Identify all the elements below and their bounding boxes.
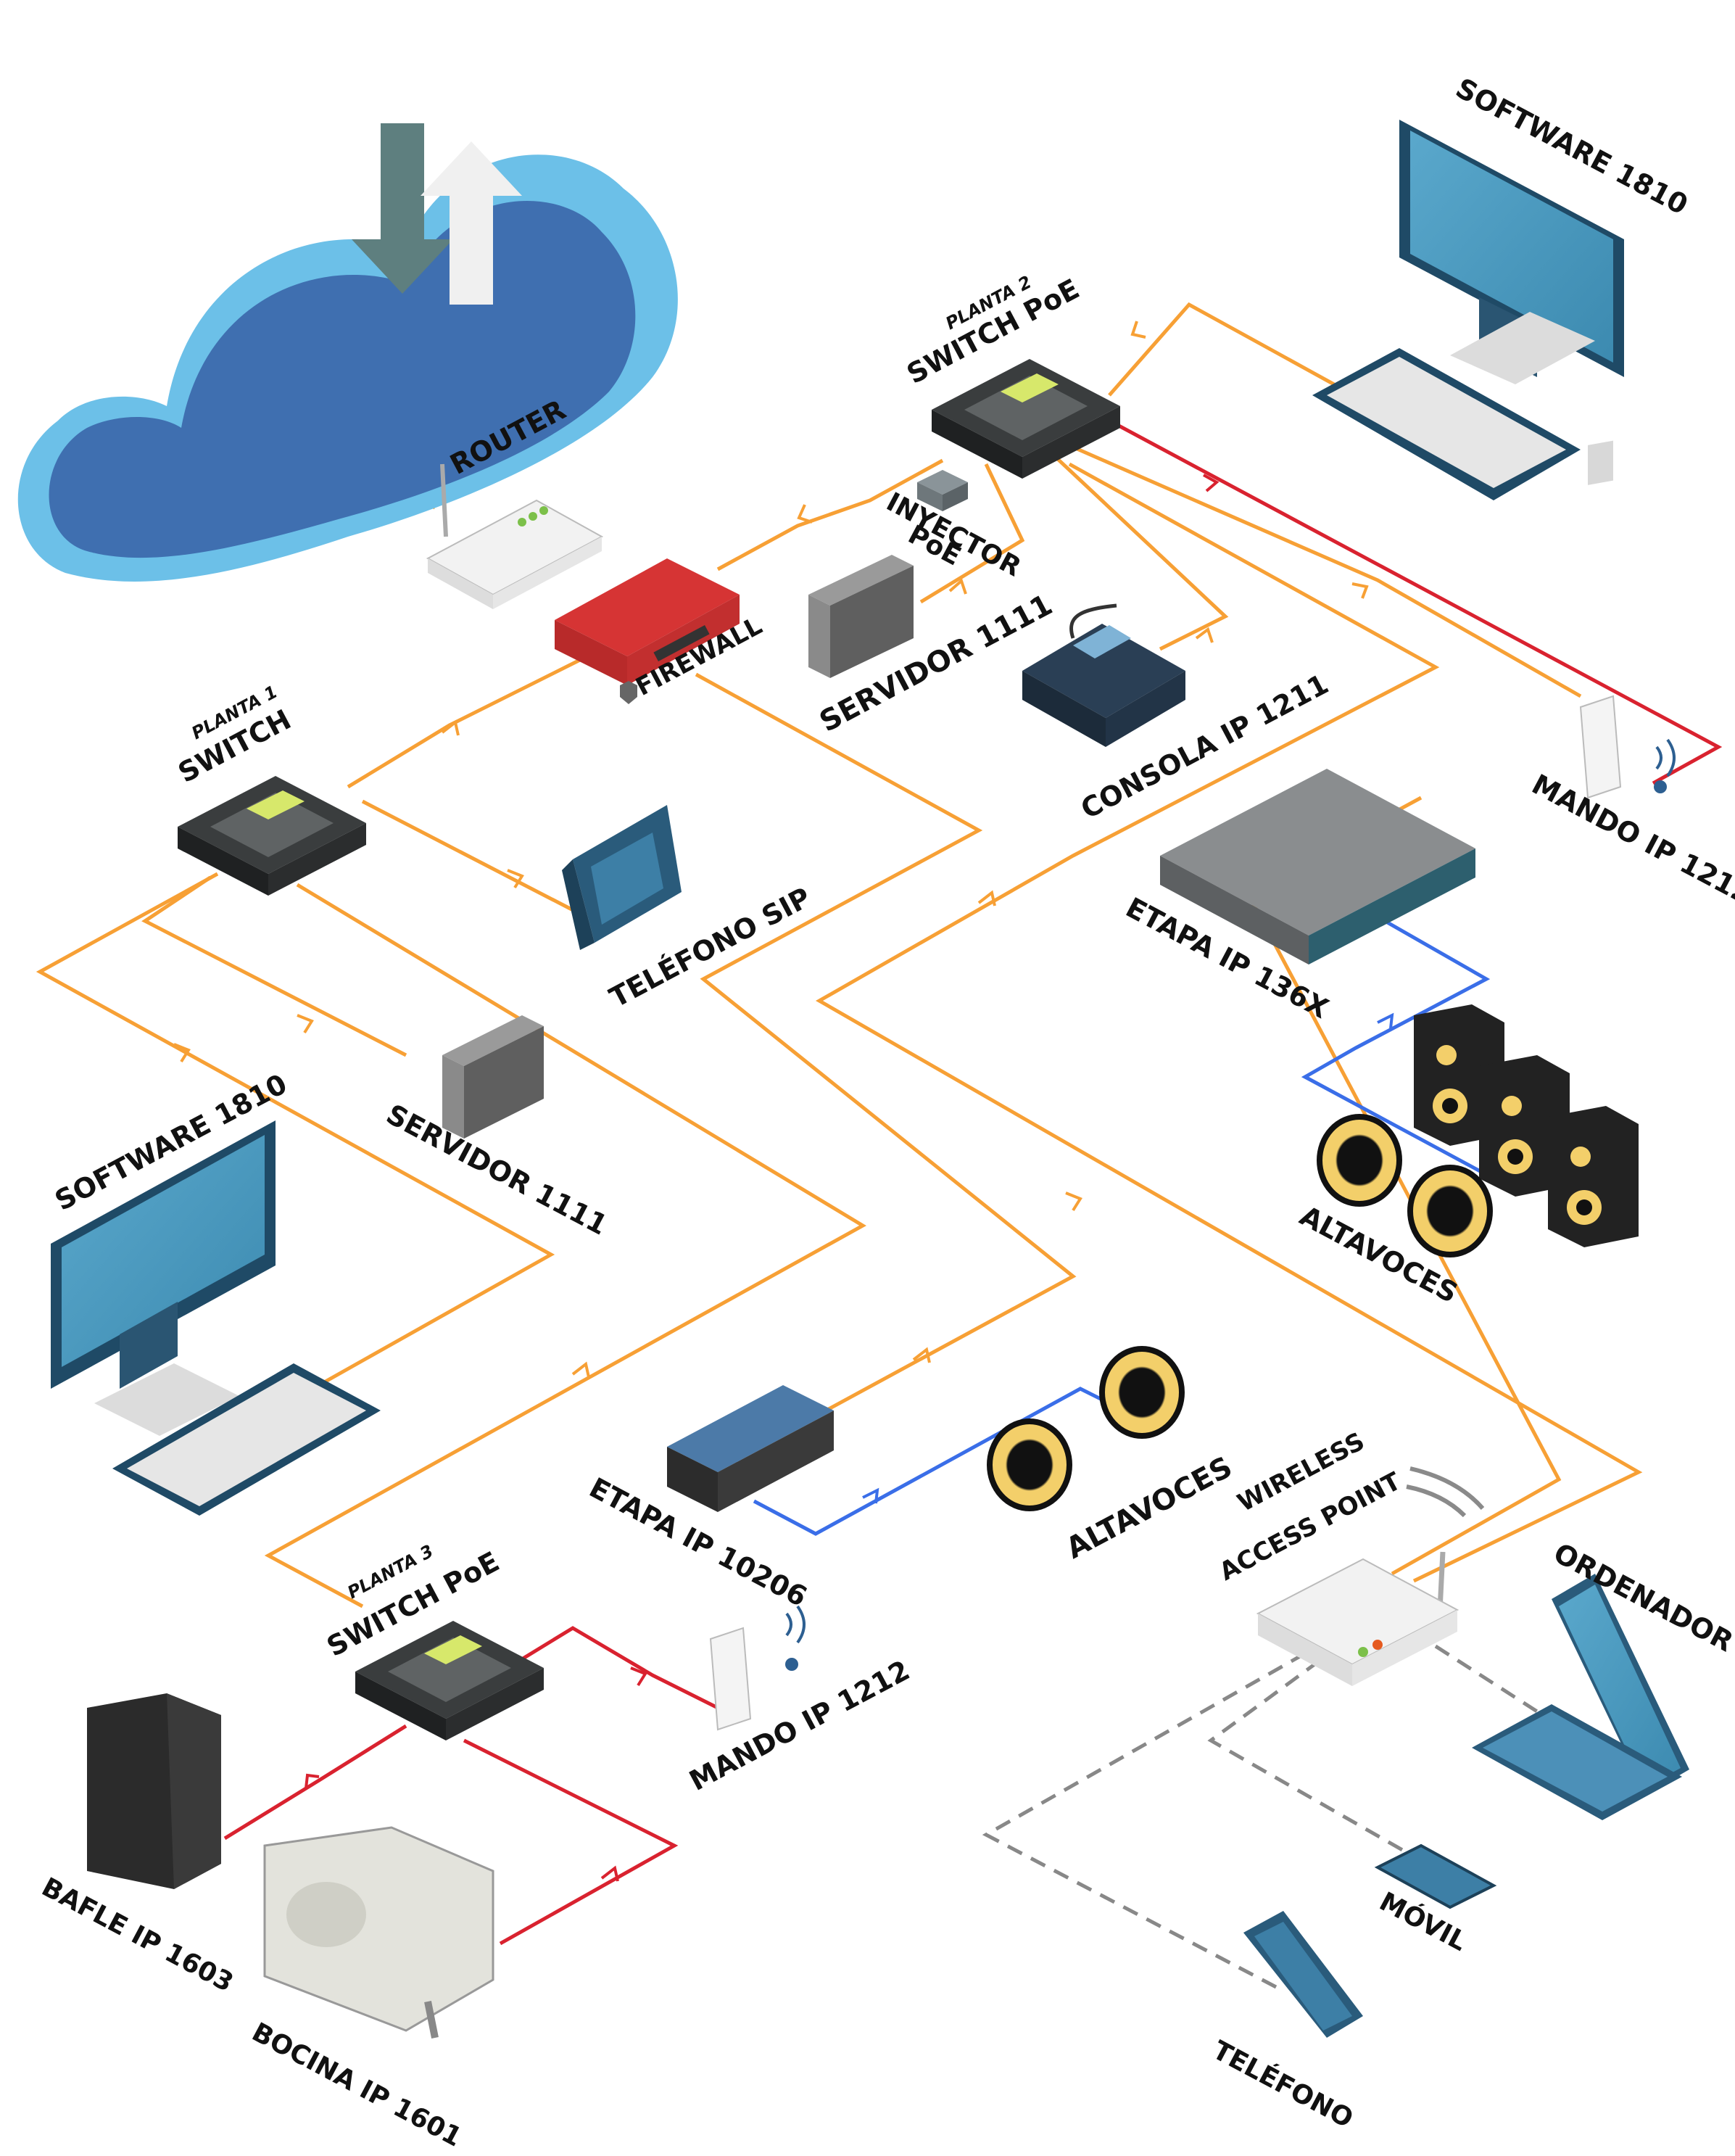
cloud-icon <box>17 123 678 582</box>
label-bafle: BAFLE IP 1603 <box>37 1872 238 1999</box>
wall-control-bottom-icon <box>709 1605 806 1731</box>
poe-injector-icon <box>917 470 968 511</box>
speaker-cabinet-icon <box>1479 1055 1570 1197</box>
monitor-left-icon <box>51 1120 276 1436</box>
label-telefono: TELÉFONO <box>1208 2035 1358 2134</box>
link-switch3-bafle-red <box>223 1724 407 1841</box>
mobile-icon <box>1374 1843 1497 1909</box>
link-firewall-switch1 <box>347 658 581 789</box>
phone-sip-icon <box>562 805 682 950</box>
link-ap-telefono <box>982 1651 1307 1989</box>
speaker-driver-group-center <box>987 1346 1185 1511</box>
server-top-icon <box>808 555 914 678</box>
audio-links <box>753 919 1495 1536</box>
speaker-driver-icon <box>987 1418 1072 1511</box>
link-etapa136x-altavoces <box>1301 919 1495 1181</box>
link-switch2-inyector <box>919 463 1025 604</box>
speaker-driver-group-right <box>1317 1114 1493 1257</box>
switch-poe-3-icon <box>355 1621 544 1740</box>
switch-1-icon <box>178 776 366 896</box>
link-firewall-center <box>695 672 1077 1416</box>
server-left-icon <box>442 1015 544 1139</box>
speaker-driver-icon <box>1317 1114 1402 1207</box>
link-switch2-consola <box>1046 448 1229 651</box>
link-switch3-bocina-red <box>463 1738 679 1946</box>
link-firewall-switch2 <box>716 458 944 571</box>
link-switch1-software-left <box>36 872 555 1387</box>
monitor-top-icon <box>1399 120 1624 384</box>
speaker-driver-icon <box>1099 1346 1185 1439</box>
laptop-icon <box>1472 1574 1689 1820</box>
shield-icon <box>620 681 637 704</box>
link-ap-movil <box>1207 1659 1415 1859</box>
access-point-icon <box>1256 1466 1485 1686</box>
keyboard-left-icon <box>112 1363 381 1516</box>
keyboard-top-icon <box>1312 348 1581 500</box>
wall-control-top-icon <box>1579 440 1676 799</box>
speaker-driver-icon <box>1407 1165 1493 1257</box>
bluetooth-icon <box>1654 780 1667 793</box>
phone-icon <box>1243 1911 1363 2038</box>
link-switch2-software-top <box>1108 302 1336 397</box>
horn-speaker-icon <box>263 1826 494 2039</box>
speaker-cabinet-group-right <box>1414 1004 1639 1247</box>
link-ap-ordenador <box>1434 1644 1539 1714</box>
switch-poe-2-icon <box>932 359 1120 479</box>
poe-links <box>223 418 1723 1946</box>
link-switch1-telefono <box>361 799 581 916</box>
speaker-cabinet-bafle-icon <box>87 1693 221 1889</box>
link-switch3-mando-red <box>506 1626 726 1714</box>
amplifier-136x-icon <box>1160 769 1475 965</box>
label-altavoces-center: ALTAVOCES <box>1061 1450 1238 1566</box>
router-icon <box>426 463 604 609</box>
link-switch1-switch3 <box>264 883 866 1608</box>
link-switch2-mando <box>1061 440 1582 698</box>
lan-links <box>36 302 1643 1608</box>
link-switch2-etapa <box>815 462 1643 1583</box>
link-switch2-mando-red <box>1108 418 1723 785</box>
firewall-icon <box>555 558 740 704</box>
label-mando-top: MANDO IP 1212 <box>1527 768 1735 911</box>
speaker-cabinet-icon <box>1548 1106 1639 1247</box>
link-switch1-servidor-left <box>141 875 407 1057</box>
amplifier-10206-icon <box>667 1385 834 1512</box>
wireless-links <box>982 1644 1539 1989</box>
bluetooth-icon <box>785 1658 798 1671</box>
console-icon <box>1022 603 1185 747</box>
